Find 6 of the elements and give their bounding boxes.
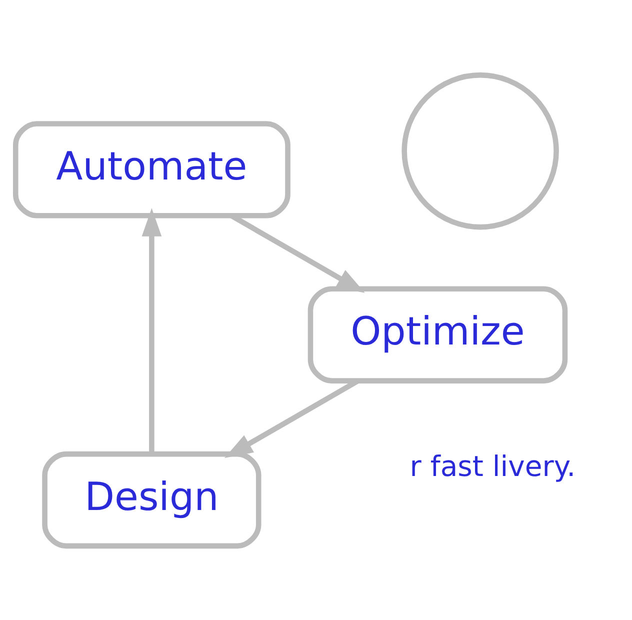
node-box: Optimize — [308, 286, 568, 383]
arrow — [142, 208, 162, 453]
node-circle — [402, 72, 559, 230]
node-box: Automate — [12, 120, 290, 218]
node-box: Design — [42, 450, 262, 548]
label: r fast livery. — [410, 449, 576, 482]
